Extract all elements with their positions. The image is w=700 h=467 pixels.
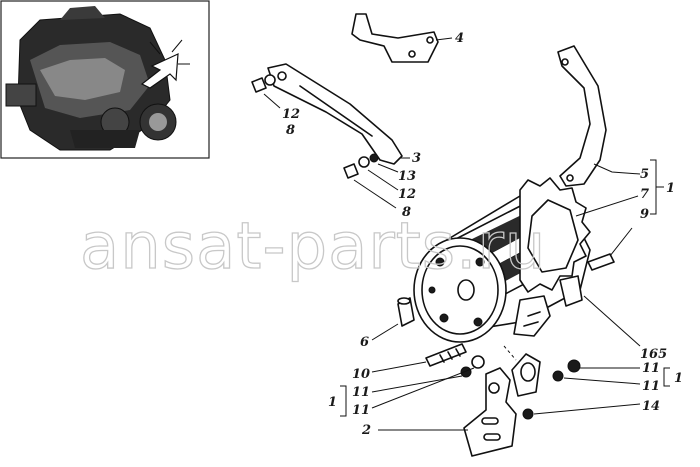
callout-12-lower: 12 [398, 187, 416, 202]
callout-1-right-bottom: 1 [674, 371, 683, 386]
callout-165: 165 [640, 347, 667, 362]
group-bracket-left [340, 385, 347, 417]
bolt-13-12-8-lower [343, 153, 399, 209]
callout-14: 14 [642, 399, 660, 414]
bracket-4 [351, 13, 453, 63]
strap-bracket-5 [557, 45, 641, 187]
callout-13: 13 [398, 169, 416, 184]
callout-8-lower: 8 [402, 205, 411, 220]
long-bolt-10 [371, 343, 467, 373]
callout-8-upper: 8 [286, 123, 295, 138]
alternator-assembly [413, 177, 641, 347]
callout-11-left-b: 11 [352, 403, 370, 418]
location-arrow-icon [140, 39, 190, 89]
engine-thumbnail-icon [5, 6, 177, 151]
callout-5: 5 [640, 167, 649, 182]
callout-11-right-a: 11 [642, 361, 660, 376]
callout-4: 4 [455, 31, 464, 46]
watermark-text: ansat-parts.ru [80, 210, 546, 284]
callout-2: 2 [361, 423, 371, 438]
callout-1-right-top: 1 [666, 181, 675, 196]
callout-6: 6 [360, 335, 369, 350]
callout-7: 7 [640, 187, 649, 202]
bolt-12-8-upper [251, 74, 281, 109]
nut-14 [522, 403, 641, 420]
callout-9: 9 [640, 207, 649, 222]
callout-11-left-a: 11 [352, 385, 370, 400]
engine-inset [0, 0, 210, 159]
callout-1-left: 1 [328, 395, 337, 410]
callout-12-upper: 12 [282, 107, 300, 122]
callout-3: 3 [412, 151, 421, 166]
group-bracket-right-bottom [663, 367, 670, 387]
nut-11-left [371, 355, 485, 409]
spacer-sleeve-6 [371, 297, 415, 341]
group-bracket-right-top [650, 159, 657, 215]
mount-bracket-2 [378, 345, 541, 457]
callout-10: 10 [352, 367, 370, 382]
callout-11-right-b: 11 [642, 379, 660, 394]
tension-arm-3 [267, 63, 410, 165]
nut-11-right [552, 359, 641, 385]
